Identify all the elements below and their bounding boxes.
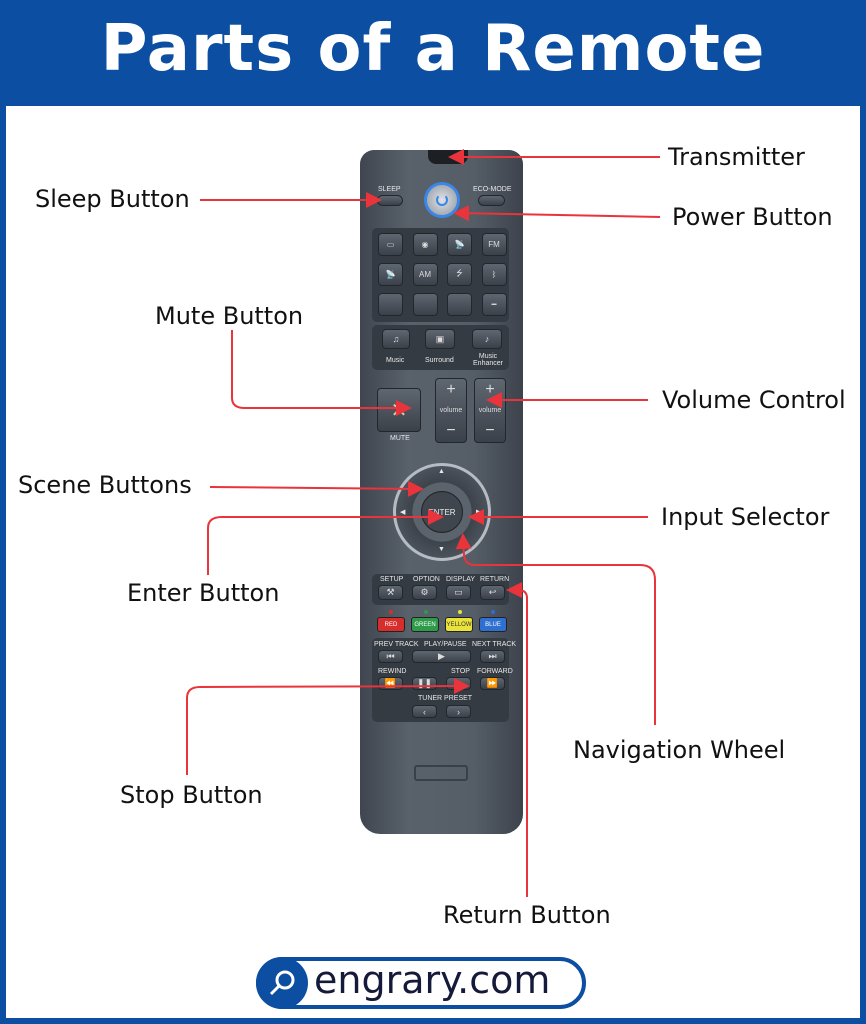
display-button[interactable]: ▭ — [446, 585, 471, 600]
power-line — [453, 205, 661, 222]
display-label: DISPLAY — [446, 576, 476, 583]
volume-label: volume — [478, 407, 502, 414]
power-button[interactable] — [424, 182, 460, 218]
minus-icon: − — [485, 422, 495, 439]
enter-button-label: Enter Button — [127, 579, 280, 607]
tv-input-button[interactable]: ▭ — [378, 233, 403, 256]
arrow-left-icon: ◀ — [400, 509, 406, 516]
tuner-prev-button[interactable]: ‹ — [412, 705, 437, 718]
next-track-label: NEXT TRACK — [472, 641, 517, 648]
return-button-label: Return Button — [443, 901, 611, 929]
volume-control-right[interactable]: + volume − — [474, 378, 506, 443]
stop-label: STOP — [451, 668, 470, 675]
stop-line — [186, 678, 470, 775]
blank3-input-button[interactable] — [447, 293, 472, 316]
yellow-button[interactable]: YELLOW — [445, 617, 473, 632]
mute-label: MUTE — [390, 435, 410, 442]
mute-line — [231, 330, 412, 416]
green-button[interactable]: GREEN — [411, 617, 439, 632]
bluetooth-input-button[interactable]: ᛒ — [481, 263, 507, 286]
option-label: OPTION — [413, 576, 440, 583]
next-track-button[interactable]: ⏭ — [480, 650, 505, 663]
yellow-led — [458, 610, 462, 614]
usb-input-button[interactable]: ⭍ — [447, 263, 472, 286]
return-button[interactable]: ↩ — [480, 585, 505, 600]
volume-label: volume — [439, 407, 463, 414]
volume-control-left[interactable]: + volume − — [435, 378, 467, 443]
play-pause-button[interactable]: ▶ — [412, 650, 471, 663]
transmitter-label: Transmitter — [668, 143, 805, 171]
eco-mode-label: ECO-MODE — [473, 186, 512, 193]
power-icon — [436, 194, 448, 206]
sleep-button-label: Sleep Button — [35, 185, 190, 213]
eco-mode-button[interactable] — [478, 195, 505, 206]
am-input-button[interactable]: AM — [412, 263, 438, 286]
input-selector-label: Input Selector — [661, 503, 830, 531]
music-label: Music — [386, 357, 405, 364]
music-enhancer-label: Music Enhancer — [473, 353, 503, 367]
surround-button[interactable]: ▣ — [425, 329, 455, 349]
search-icon — [256, 957, 308, 1009]
stop-button-label: Stop Button — [120, 781, 263, 809]
plus-icon: + — [485, 381, 495, 398]
scene-buttons-label: Scene Buttons — [18, 471, 192, 499]
forward-label: FORWARD — [477, 668, 513, 675]
tuner-next-button[interactable]: › — [446, 705, 471, 718]
red-led — [389, 610, 393, 614]
arrow-down-icon: ▼ — [438, 546, 445, 553]
scene-line — [209, 480, 424, 497]
header-band — [0, 0, 866, 106]
volume-control-label: Volume Control — [662, 386, 846, 414]
power-button-label: Power Button — [672, 203, 833, 231]
aux-input-button[interactable]: ━ — [481, 293, 507, 316]
return-line — [506, 582, 528, 897]
music-button[interactable]: ♫ — [382, 329, 410, 349]
setup-label: SETUP — [380, 576, 404, 583]
option-button[interactable]: ⚙ — [412, 585, 437, 600]
prev-track-label: PREV TRACK — [374, 641, 419, 648]
red-button[interactable]: RED — [377, 617, 405, 632]
enter-line — [207, 509, 444, 575]
arrow-up-icon: ▲ — [438, 468, 445, 475]
blue-button[interactable]: BLUE — [479, 617, 507, 632]
green-led — [424, 610, 428, 614]
blank1-input-button[interactable] — [378, 293, 403, 316]
surround-label: Surround — [425, 357, 454, 364]
play-pause-label: PLAY/PAUSE — [424, 641, 467, 648]
blue-led — [491, 610, 495, 614]
footer-site: engrary.com — [314, 958, 551, 1002]
antenna-input-button[interactable]: 📡 — [447, 233, 472, 256]
return-label: RETURN — [480, 576, 510, 583]
navigation-line — [455, 533, 656, 725]
page-title: Parts of a Remote — [100, 12, 766, 86]
fm-input-button[interactable]: FM — [481, 233, 507, 256]
mute-button-label: Mute Button — [155, 302, 304, 330]
receiver-icon — [414, 765, 468, 781]
setup-button[interactable]: ⚒ — [378, 585, 403, 600]
music-enhancer-button[interactable]: ♪ — [472, 329, 502, 349]
navigation-wheel-label: Navigation Wheel — [573, 736, 786, 764]
prev-track-button[interactable]: ⏮ — [378, 650, 403, 663]
plus-icon: + — [446, 381, 456, 398]
minus-icon: − — [446, 422, 456, 439]
rewind-label: REWIND — [378, 668, 407, 675]
antenna2-input-button[interactable]: 📡 — [378, 263, 403, 286]
sleep-label: SLEEP — [378, 186, 401, 193]
tuner-preset-label: TUNER PRESET — [418, 695, 473, 702]
forward-button[interactable]: ⏩ — [480, 677, 505, 690]
cd-input-button[interactable]: ◉ — [412, 233, 438, 256]
blank2-input-button[interactable] — [412, 293, 438, 316]
